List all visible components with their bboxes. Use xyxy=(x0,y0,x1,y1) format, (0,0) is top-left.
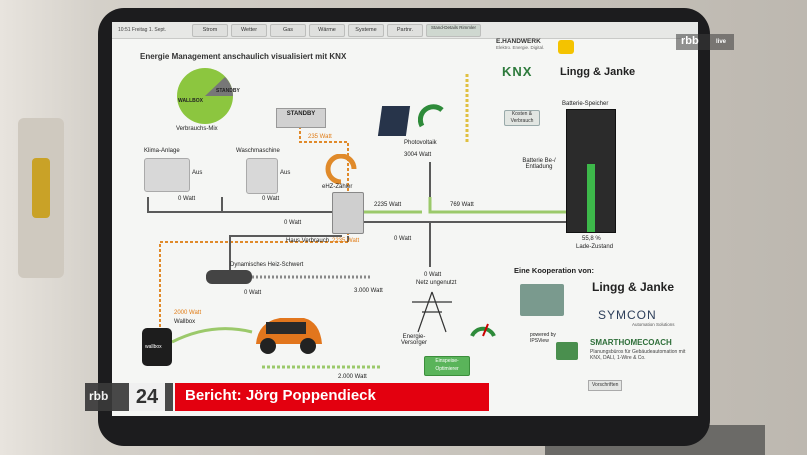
ehandwerk-title: E.HANDWERK xyxy=(496,38,541,45)
battery-mode-label: Batterie Be-/ Entladung xyxy=(522,158,556,170)
ehandwerk-brand: E.HANDWERK Elektro. Energie. Digital. xyxy=(496,38,554,62)
rbb24-logo-number: 24 xyxy=(129,383,165,411)
tab-wetter[interactable]: Wetter xyxy=(231,23,267,37)
rbb24-logo-text: rbb xyxy=(89,389,109,403)
lingg-janke-logo: Lingg & Janke xyxy=(560,66,636,78)
battery-label: Batterie-Speicher xyxy=(562,101,609,107)
battery-charge-text: 55,8 % xyxy=(582,236,601,242)
tab-gas[interactable]: Gas xyxy=(270,23,306,37)
ehz-meter-device[interactable] xyxy=(332,192,364,234)
flow-pv-house: 2235 Watt xyxy=(374,202,402,208)
klima-device-icon[interactable] xyxy=(144,158,190,192)
wasch-state: Aus xyxy=(280,170,291,176)
heiz-watt-left: 0 Watt xyxy=(244,290,262,296)
standby-watt: 235 Watt xyxy=(308,134,332,140)
car-watt: 2.000 Watt xyxy=(338,374,367,380)
battery-storage xyxy=(566,109,616,233)
cooperation-title: Eine Kooperation von: xyxy=(514,266,595,275)
haus-label: Haus Verbrauch xyxy=(286,238,330,244)
haus-watt: 2235 Watt xyxy=(332,238,360,244)
verbrauchs-mix-pie xyxy=(177,68,233,124)
channel-logo-text: rbb xyxy=(681,35,699,47)
powered-by: powered by IPSView xyxy=(530,332,556,344)
symcon-logo: SYMCON xyxy=(598,308,657,322)
flow-right-net: 0 Watt xyxy=(394,236,412,242)
battery-fill xyxy=(587,163,595,232)
standby-device[interactable]: STANDBY xyxy=(276,108,326,128)
wallbox-watt: 2000 Watt xyxy=(174,310,202,316)
ipsymcon-box-icon xyxy=(520,284,564,316)
wallbox-device[interactable]: wallbox xyxy=(142,328,172,366)
heiz-label: Dynamisches Heiz-Schwert xyxy=(230,262,304,268)
wall-socket xyxy=(18,118,64,278)
klima-state: Aus xyxy=(192,170,203,176)
page-title: Energie Management anschaulich visualisi… xyxy=(140,52,347,61)
rbb24-logo: rbb 24 xyxy=(85,383,173,411)
pie-slice-standby: STANDBY xyxy=(216,88,240,94)
pv-watt: 3004 Watt xyxy=(404,152,432,158)
versorger-label: Energie-Versorger xyxy=(400,334,427,346)
lower-third-banner: Bericht: Jörg Poppendieck xyxy=(175,383,489,411)
optimierer-button[interactable]: Einspeise-Optimierer xyxy=(424,356,470,376)
smarthome-house-icon xyxy=(556,342,578,360)
lower-third-text: Bericht: Jörg Poppendieck xyxy=(185,387,376,404)
flow-pv-battery: 769 Watt xyxy=(450,202,474,208)
wallbox-device-text: wallbox xyxy=(145,344,162,350)
ehandwerk-logo-icon xyxy=(558,40,574,54)
net-label: Netz ungenutzt xyxy=(416,280,457,286)
heater-device[interactable] xyxy=(206,270,252,284)
washing-machine-icon[interactable] xyxy=(246,158,278,194)
wasch-watt: 0 Watt xyxy=(262,196,280,202)
pv-label: Photovoltaik xyxy=(404,140,437,146)
coop-lingg-logo: Lingg & Janke xyxy=(592,280,675,294)
top-nav: 10:51 Freitag 1. Sept. Strom Wetter Gas … xyxy=(112,22,698,39)
wasch-label: Waschmaschine xyxy=(236,148,280,154)
klima-watt: 0 Watt xyxy=(178,196,196,202)
ehandwerk-subtitle: Elektro. Energie. Digital. xyxy=(496,45,545,50)
net-watt: 0 Watt xyxy=(424,272,442,278)
date-time: 10:51 Freitag 1. Sept. xyxy=(118,27,167,33)
symcon-sub: Automation Solutions xyxy=(632,322,675,327)
tab-stand-details[interactable]: Stand-Details Rimmler xyxy=(426,23,482,37)
solar-panel-icon xyxy=(377,106,411,136)
zaehler-label: eHZ-Zähler xyxy=(322,184,353,190)
tab-systeme[interactable]: Systeme xyxy=(348,23,384,37)
pie-label: Verbrauchs-Mix xyxy=(176,126,218,132)
smarthomecoach-sub: Planungsbüros für Gebäudeautomation mit … xyxy=(590,349,686,361)
kosten-verbrauch-button[interactable]: Kosten & Verbrauch xyxy=(504,110,540,126)
heiz-watt-right: 3.000 Watt xyxy=(354,288,383,294)
energy-dashboard-screen: 10:51 Freitag 1. Sept. Strom Wetter Gas … xyxy=(112,22,698,416)
channel-logo: rbb live xyxy=(676,34,734,50)
smarthomecoach-logo: SMARTHOMECOACH xyxy=(590,338,672,347)
tab-strom[interactable]: Strom xyxy=(192,23,228,37)
tab-partner[interactable]: Partnr. xyxy=(387,23,423,37)
flow-left-meter: 0 Watt xyxy=(284,220,302,226)
klima-label: Klima-Anlage xyxy=(144,148,180,154)
tab-waerme[interactable]: Wärme xyxy=(309,23,345,37)
knx-logo: KNX xyxy=(502,64,533,79)
pv-gauge-icon xyxy=(418,104,444,128)
pie-slice-wallbox: WALLBOX xyxy=(178,98,203,104)
optimizer-gauge-icon xyxy=(470,323,496,337)
energy-flow-lines xyxy=(147,74,566,369)
channel-logo-suffix: live xyxy=(716,39,727,45)
wallbox-label: Wallbox xyxy=(174,319,196,325)
zaehler-gauge-icon xyxy=(325,154,357,184)
vorschriften-button[interactable]: Vorschriften xyxy=(588,380,623,391)
electric-car-icon xyxy=(256,318,322,354)
charging-plug xyxy=(32,158,50,218)
battery-state-label: Lade-Zustand xyxy=(576,244,614,250)
